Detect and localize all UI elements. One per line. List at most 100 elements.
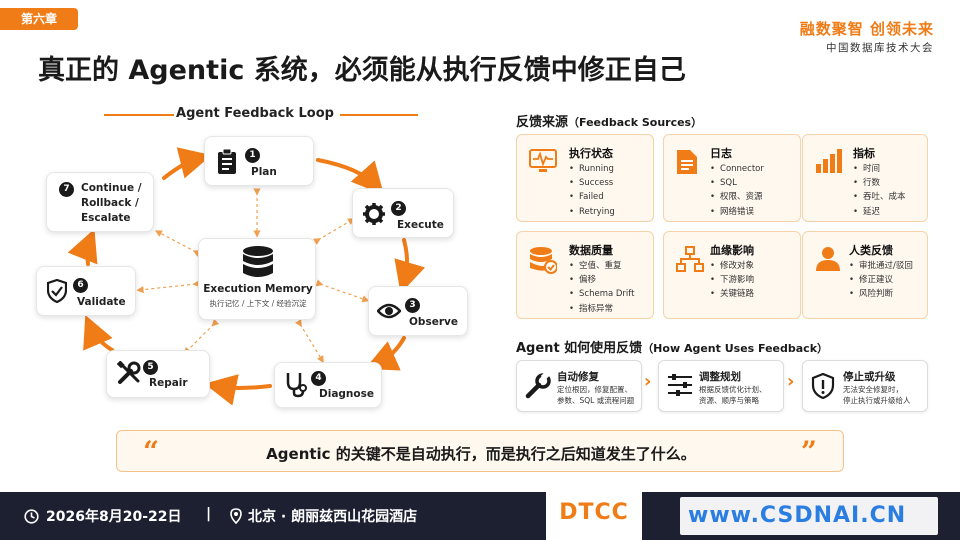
card-description: 无法安全修复时， 停止执行或升级给人 [843, 384, 911, 406]
tools-icon [117, 361, 141, 384]
dtcc-logo-text: DTCC [559, 500, 629, 525]
wrench-icon [525, 373, 551, 399]
source-card-data-quality: 数据质量 空值、重复 偏移 Schema Drift 指标异常 [516, 231, 654, 319]
node-label: Diagnose [319, 388, 374, 400]
description-line: 无法安全修复时， [843, 385, 903, 394]
node-label: Observe [409, 316, 458, 328]
loop-node-plan: 1 Plan [204, 136, 314, 186]
card-title: 执行状态 [569, 147, 613, 160]
list-item: Success [569, 176, 615, 190]
step-number: 5 [143, 360, 158, 375]
source-card-metrics: 指标 时间 行数 吞吐、成本 延迟 [802, 134, 928, 222]
list-item: 权限、资源 [710, 190, 764, 204]
eye-icon [377, 303, 401, 319]
card-title: 日志 [710, 147, 732, 160]
arrow-observe-diagnose [365, 336, 406, 371]
chevron-right-icon: › [787, 371, 795, 392]
loop-node-diagnose: 4 Diagnose [274, 362, 382, 408]
list-item: Failed [569, 190, 615, 204]
usage-card-auto-repair: 自动修复 定位根因，修复配置、 参数、SQL 或流程问题 [516, 360, 642, 412]
shield-check-icon [47, 279, 67, 303]
list-item: 网络错误 [710, 205, 764, 219]
card-title: 自动修复 [557, 371, 599, 383]
list-item: Schema Drift [569, 287, 634, 301]
list-item: 延迟 [853, 205, 906, 219]
alert-shield-icon [811, 373, 835, 399]
bar-chart-icon [816, 149, 842, 173]
arrow-continue-plan [162, 147, 212, 180]
source-card-logs: 日志 Connector SQL 权限、资源 网络错误 [663, 134, 801, 222]
loop-title-rule-right [340, 114, 418, 116]
description-line: 参数、SQL 或流程问题 [557, 396, 635, 405]
loop-node-continue: 7 Continue / Rollback / Escalate [46, 172, 154, 232]
sources-title: 反馈来源（Feedback Sources） [516, 111, 702, 130]
chapter-badge: 第六章 [0, 8, 78, 30]
database-icon [243, 246, 273, 277]
node-label-line: Rollback / [81, 197, 139, 209]
watermark-text: www.CSDNAI.CN [688, 503, 907, 528]
clock-icon [24, 509, 39, 524]
card-list: Connector SQL 权限、资源 网络错误 [710, 162, 764, 219]
list-item: 下游影响 [710, 273, 754, 287]
execution-memory-node: Execution Memory 执行记忆 / 上下文 / 经验沉淀 [198, 238, 316, 320]
dtcc-logo: DTCC [546, 492, 642, 540]
usage-title-cn: Agent 如何使用反馈 [516, 341, 643, 356]
list-item: 修正建议 [849, 273, 913, 287]
list-item: 空值、重复 [569, 259, 634, 273]
database-check-icon [530, 247, 557, 274]
card-list: Running Success Failed Retrying [569, 162, 615, 219]
list-item: Running [569, 162, 615, 176]
close-quote-icon: ” [800, 435, 817, 468]
description-line: 停止执行或升级给人 [843, 396, 911, 405]
step-number: 7 [59, 182, 74, 197]
source-card-lineage: 血缘影响 修改对象 下游影响 关键链路 [663, 231, 801, 319]
list-item: 行数 [853, 176, 906, 190]
node-label: Execute [397, 219, 444, 231]
node-label: Validate [77, 296, 126, 308]
lineage-icon [676, 246, 704, 272]
conference-name: 中国数据库技术大会 [826, 42, 934, 54]
footer-separator: | [206, 506, 212, 522]
list-item: 修改对象 [710, 259, 754, 273]
memory-subtitle: 执行记忆 / 上下文 / 经验沉淀 [209, 299, 307, 308]
chevron-right-icon: › [644, 371, 652, 392]
source-card-execution-status: 执行状态 Running Success Failed Retrying [516, 134, 654, 222]
arrow-validate-continue [67, 228, 98, 266]
arrow-diagnose-repair [204, 374, 272, 406]
card-title: 人类反馈 [849, 244, 893, 257]
card-title: 停止或升级 [843, 371, 896, 383]
arrow-plan-execute [316, 158, 384, 195]
sliders-icon [668, 374, 692, 396]
list-item: 关键链路 [710, 287, 754, 301]
location-pin-icon [230, 508, 242, 524]
watermark-logo: www.CSDNAI.CN [680, 497, 938, 535]
list-item: 吞吐、成本 [853, 190, 906, 204]
node-label-line: Escalate [81, 212, 131, 224]
loop-title: Agent Feedback Loop [176, 106, 334, 121]
list-item: 审批通过/驳回 [849, 259, 913, 273]
usage-title-en: （How Agent Uses Feedback） [642, 342, 829, 355]
card-description: 根据反馈优化计划、 资源、顺序与策略 [699, 384, 767, 406]
sources-title-cn: 反馈来源 [516, 115, 569, 130]
usage-title: Agent 如何使用反馈（How Agent Uses Feedback） [516, 337, 828, 356]
usage-card-stop-escalate: 停止或升级 无法安全修复时， 停止执行或升级给人 [802, 360, 928, 412]
list-item: Connector [710, 162, 764, 176]
list-item: Retrying [569, 205, 615, 219]
loop-node-execute: 2 Execute [352, 188, 454, 238]
card-description: 定位根因，修复配置、 参数、SQL 或流程问题 [557, 384, 634, 406]
node-label-line: Continue / [81, 182, 142, 194]
card-title: 数据质量 [569, 244, 613, 257]
card-title: 血缘影响 [710, 244, 754, 257]
event-venue: 北京 · 朗丽兹西山花园酒店 [248, 509, 418, 525]
card-title: 指标 [853, 147, 875, 160]
list-item: 风险判断 [849, 287, 913, 301]
gear-icon [363, 203, 385, 225]
step-number: 3 [405, 298, 420, 313]
key-takeaway-quote: “ Agentic 的关键不是自动执行，而是执行之后知道发生了什么。 ” [116, 430, 844, 472]
clipboard-icon [218, 149, 236, 174]
card-title: 调整规划 [699, 371, 741, 383]
step-number: 4 [311, 371, 326, 386]
monitor-pulse-icon [529, 149, 557, 172]
list-item: 指标异常 [569, 302, 634, 316]
